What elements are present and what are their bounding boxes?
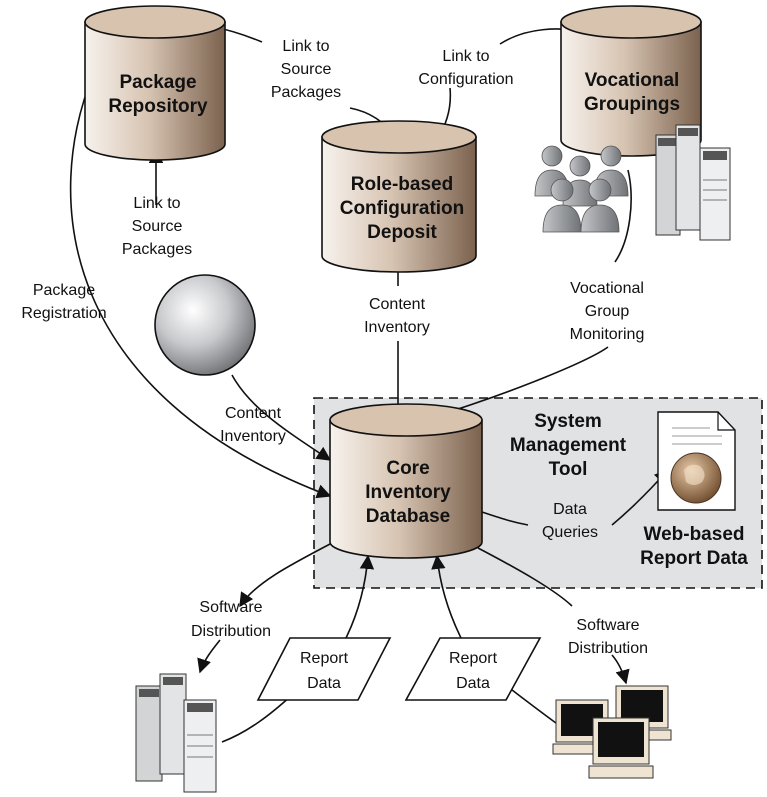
software-dist-left-lower	[197, 639, 221, 674]
server-rack-icon	[135, 673, 217, 793]
vocational-monitoring-line2: Group	[585, 303, 630, 320]
link-source-mid-line3: Packages	[122, 241, 192, 258]
core-db-label-line1: Core	[386, 458, 429, 479]
link-source-mid-line2: Source	[132, 218, 183, 235]
role-config-label-line3: Deposit	[367, 222, 437, 243]
link-source-mid-line1: Link to	[133, 195, 180, 212]
package-registration-line1: Package	[33, 282, 95, 299]
package-registration-line2: Registration	[21, 305, 106, 322]
content-inventory-left-line2: Inventory	[220, 428, 286, 445]
vocational-monitoring-top	[614, 169, 632, 263]
server-rack-icon	[655, 124, 731, 241]
link-config-line1: Link to	[442, 48, 489, 65]
link-config-line2: Configuration	[418, 71, 513, 88]
report-data-left-connector	[344, 554, 375, 641]
vocational-monitoring-line1: Vocational	[570, 280, 644, 297]
globe-document-icon	[657, 411, 736, 511]
software-dist-right-lower	[611, 654, 630, 685]
vocational-groupings-label-line2: Groupings	[584, 94, 680, 115]
report-data-right-box	[404, 637, 542, 701]
role-config-label-line1: Role-based	[351, 174, 453, 195]
people-group-icon	[534, 145, 629, 233]
smt-label-line1: System	[534, 411, 602, 432]
web-report-label-line2: Report Data	[640, 548, 748, 569]
report-data-left-line2: Data	[307, 675, 341, 692]
report-data-right-line1: Report	[449, 650, 498, 667]
link-source-top-line3: Packages	[271, 84, 341, 101]
smt-label-line2: Management	[510, 435, 627, 456]
software-dist-left-line1: Software	[199, 599, 262, 616]
report-data-left-lower	[221, 694, 293, 743]
report-data-left-line1: Report	[300, 650, 349, 667]
report-data-right-connector	[431, 554, 463, 641]
software-dist-left-connector	[239, 542, 333, 608]
link-source-top-line1: Link to	[282, 38, 329, 55]
package-repository-label-line2: Repository	[108, 96, 208, 117]
content-inventory-left-line1: Content	[225, 405, 282, 422]
sphere-icon	[154, 274, 256, 376]
core-db-label-line3: Database	[366, 506, 451, 527]
role-config-label-line2: Configuration	[340, 198, 465, 219]
data-queries-connector	[481, 511, 529, 526]
web-report-label-line1: Web-based	[643, 524, 744, 545]
software-dist-right-line2: Distribution	[568, 640, 648, 657]
link-source-top-line2: Source	[281, 61, 332, 78]
report-data-right-line2: Data	[456, 675, 490, 692]
report-data-left-box	[256, 637, 392, 701]
data-queries-line2: Queries	[542, 524, 598, 541]
workstation-icon	[552, 685, 672, 779]
package-registration-connector	[69, 69, 332, 499]
core-db-label-line2: Inventory	[365, 482, 451, 503]
data-queries-line1: Data	[553, 501, 587, 518]
software-dist-right-connector	[477, 547, 573, 607]
content-inventory-left-connector	[231, 374, 332, 461]
vocational-monitoring-line3: Monitoring	[570, 326, 645, 343]
vocational-groupings-label-line1: Vocational	[585, 70, 680, 91]
software-dist-right-line1: Software	[576, 617, 639, 634]
content-inventory-center-line1: Content	[369, 296, 426, 313]
smt-label-line3: Tool	[549, 459, 588, 480]
package-repository-label-line1: Package	[119, 72, 196, 93]
vocational-monitoring-connector	[429, 346, 609, 419]
content-inventory-center-line2: Inventory	[364, 319, 430, 336]
software-dist-left-line2: Distribution	[191, 623, 271, 640]
